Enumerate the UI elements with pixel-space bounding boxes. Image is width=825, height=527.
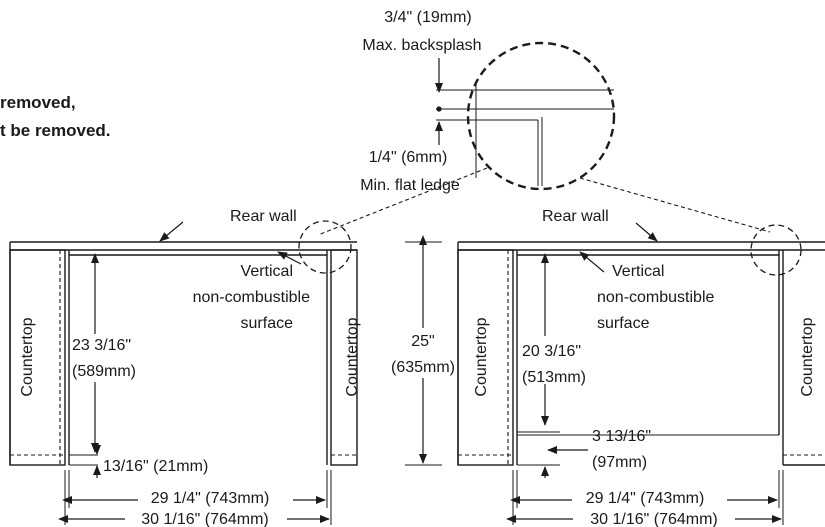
depth-dimension-line-1: 23 3/16" bbox=[72, 337, 131, 354]
overall-depth-line-2: (635mm) bbox=[391, 359, 455, 376]
vertical-surface-line-2: non-combustible bbox=[193, 289, 311, 306]
right-vertical-surface-line-2: non-combustible bbox=[597, 289, 715, 306]
header-line-2: t be removed. bbox=[0, 121, 111, 140]
right-gap-dimension-line-1: 3 13/16" bbox=[592, 428, 651, 445]
right-depth-dimension-line-1: 20 3/16" bbox=[522, 343, 581, 360]
right-countertop-left-label: Countertop bbox=[473, 317, 490, 396]
vertical-surface-line-1: Vertical bbox=[241, 263, 293, 280]
ledge-label: Min. flat ledge bbox=[360, 177, 460, 194]
right-rear-wall-label: Rear wall bbox=[542, 208, 609, 225]
right-vertical-surface-line-3: surface bbox=[597, 315, 650, 332]
right-gap-dimension-line-2: (97mm) bbox=[592, 454, 647, 471]
depth-dimension-line-2: (589mm) bbox=[72, 363, 136, 380]
right-vertical-surface-line-1: Vertical bbox=[612, 263, 664, 280]
detail-point bbox=[436, 106, 442, 112]
header-line-1: removed, bbox=[0, 93, 76, 112]
backsplash-label: Max. backsplash bbox=[362, 37, 481, 54]
outer-width-dimension: 30 1/16" (764mm) bbox=[141, 511, 269, 527]
detail-callout-circle-left bbox=[298, 220, 352, 274]
left-installation: Rear wall Vertical non-combustible surfa… bbox=[9, 208, 361, 527]
right-installation: Rear wall Vertical non-combustible surfa… bbox=[457, 208, 825, 527]
connector-line-left bbox=[317, 167, 488, 236]
right-depth-dimension-line-2: (513mm) bbox=[522, 369, 586, 386]
countertop-right bbox=[330, 249, 358, 466]
vertical-surface-line-3: surface bbox=[241, 315, 294, 332]
rear-wall-arrow bbox=[159, 221, 184, 242]
countertop-right-label: Countertop bbox=[344, 317, 361, 396]
right-rear-wall-arrow bbox=[635, 222, 658, 242]
backsplash-detail: 3/4" (19mm) Max. backsplash 1/4" (6mm) M… bbox=[317, 9, 771, 236]
right-inner-width-dimension: 29 1/4" (743mm) bbox=[586, 490, 705, 507]
rear-wall-label: Rear wall bbox=[230, 208, 297, 225]
countertop-left-label: Countertop bbox=[19, 317, 36, 396]
backsplash-dimension: 3/4" (19mm) bbox=[384, 9, 471, 26]
overall-depth: 25" (635mm) bbox=[381, 235, 465, 466]
inner-width-dimension: 29 1/4" (743mm) bbox=[151, 490, 270, 507]
vertical-surface-arrow bbox=[277, 251, 302, 265]
right-vertical-surface-arrow bbox=[579, 251, 605, 273]
right-outer-width-dimension: 30 1/16" (764mm) bbox=[590, 511, 718, 527]
gap-dimension: 13/16" (21mm) bbox=[103, 458, 208, 475]
countertop-left bbox=[9, 249, 66, 466]
connector-line-right bbox=[579, 177, 771, 233]
detail-magnifier-circle bbox=[466, 41, 616, 191]
overall-depth-line-1: 25" bbox=[411, 333, 434, 350]
ledge-dimension: 1/4" (6mm) bbox=[369, 149, 448, 166]
right-countertop-left bbox=[457, 249, 514, 466]
right-countertop-right-label: Countertop bbox=[799, 317, 816, 396]
detail-callout-circle-right bbox=[750, 224, 802, 276]
